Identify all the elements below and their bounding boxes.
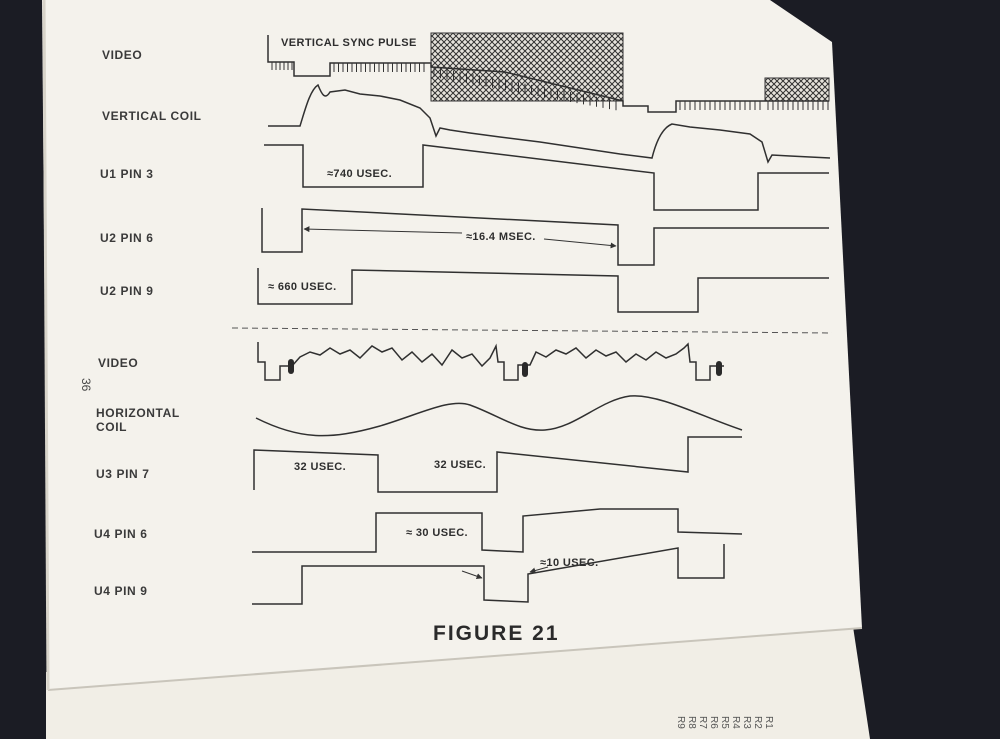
u3-pin7-trace (253, 436, 742, 493)
video-vertical-trace (267, 32, 830, 113)
figure-title: FIGURE 21 (433, 622, 560, 645)
page-number: 36 (79, 378, 93, 392)
paper-sheet (42, 0, 862, 690)
vertical-coil-trace (268, 83, 831, 164)
label-u2-pin9: U2 PIN 9 (100, 284, 154, 298)
u2-pin6-trace (261, 208, 829, 266)
u4-pin9-arrow-left (461, 570, 483, 580)
label-vertical-coil: VERTICAL COIL (102, 109, 202, 123)
u4-pin6-trace (252, 508, 743, 553)
label-horizontal: HORIZONTAL (96, 406, 180, 420)
u4-pin9-annotation: ≈10 USEC. (540, 557, 599, 569)
vertical-labels: VIDEO VERTICAL COIL U1 PIN 3 U2 PIN 6 U2… (100, 48, 202, 298)
next-page-label: R2 (752, 716, 763, 729)
vertical-sync-pulse-label: VERTICAL SYNC PULSE (281, 37, 417, 49)
horizontal-coil-trace (255, 395, 743, 437)
label-u1-pin3: U1 PIN 3 (100, 167, 154, 181)
next-page-label: R4 (730, 716, 741, 729)
u1-pin3-trace (264, 144, 829, 211)
hatched-block-2 (764, 77, 830, 102)
u1-pin3-annotation: ≈740 USEC. (327, 168, 392, 180)
label-video-vertical: VIDEO (102, 48, 142, 62)
u3-pin7-annotation-1: 32 USEC. (294, 461, 346, 473)
u4-pin9-trace (252, 544, 725, 605)
video-horizontal-trace (257, 342, 724, 381)
next-page-label: R1 (763, 716, 774, 729)
label-video-horizontal: VIDEO (98, 356, 138, 370)
next-page-label: R7 (697, 716, 708, 729)
u2-pin6-arrow-right (543, 238, 617, 249)
sync-ticks (271, 62, 829, 111)
next-page-label: R8 (686, 716, 697, 729)
lower-page (46, 620, 870, 739)
label-u3-pin7: U3 PIN 7 (96, 467, 150, 481)
blanking-marker-1 (288, 359, 294, 374)
u2-pin6-annotation: ≈16.4 MSEC. (466, 231, 536, 243)
page-shadow-edge (47, 627, 863, 691)
u4-pin9-arrow-right (529, 566, 549, 574)
section-divider (231, 327, 833, 334)
horizontal-labels: VIDEO HORIZONTAL COIL U3 PIN 7 U4 PIN 6 … (94, 356, 180, 598)
u3-pin7-annotation-2: 32 USEC. (434, 459, 486, 471)
blanking-marker-3 (716, 361, 722, 376)
blanking-marker-2 (522, 362, 528, 377)
next-page-label: R9 (675, 716, 686, 729)
u2-pin9-annotation: ≈ 660 USEC. (268, 281, 337, 293)
u4-pin6-annotation: ≈ 30 USEC. (406, 527, 468, 539)
u2-pin9-trace (257, 268, 829, 313)
u2-pin6-arrow-left (303, 226, 463, 234)
label-u4-pin9: U4 PIN 9 (94, 584, 148, 598)
next-page-label: R5 (719, 716, 730, 729)
hatched-block-1 (430, 32, 624, 102)
label-coil: COIL (96, 420, 127, 434)
next-page-label: R3 (741, 716, 752, 729)
label-u4-pin6: U4 PIN 6 (94, 527, 148, 541)
page-fold (42, 0, 50, 691)
label-u2-pin6: U2 PIN 6 (100, 231, 154, 245)
next-page-label: R6 (708, 716, 719, 729)
